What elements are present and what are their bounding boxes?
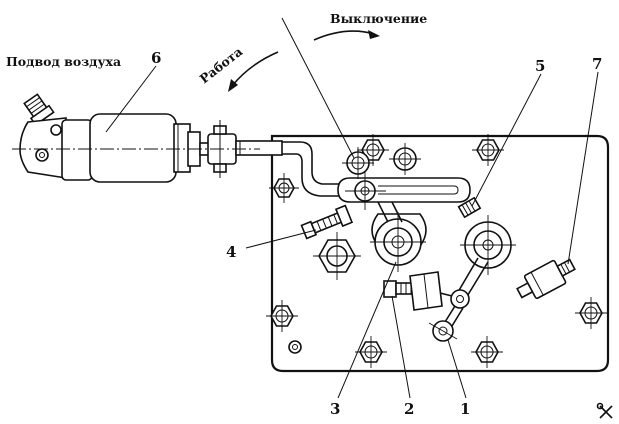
callout-3: 3 [330, 400, 340, 418]
leader-lines [105, 17, 599, 399]
callout-5: 5 [535, 57, 545, 75]
mounting-bolts [266, 134, 607, 368]
base-plate [270, 134, 610, 373]
off-arrow [313, 30, 375, 41]
bolt [471, 336, 503, 368]
adjusting-screw-4 [300, 204, 354, 240]
off-arrowhead [368, 30, 380, 39]
stop-screw-2 [383, 271, 453, 311]
adjusting-screw-5 [457, 196, 482, 219]
callout-2: 2 [404, 400, 414, 418]
air-cylinder [12, 93, 283, 183]
link-rod [282, 141, 350, 185]
stop-block-7 [516, 258, 576, 300]
work-arrowhead [228, 79, 238, 92]
callout-1: 1 [460, 400, 470, 418]
lever-pin-1 [428, 320, 458, 342]
slotted-lever [337, 172, 471, 210]
large-nut [313, 232, 361, 280]
off-caption: Выключение [330, 11, 427, 26]
callout-4: 4 [226, 243, 236, 261]
link-pin [450, 289, 470, 309]
corner-logo [596, 402, 613, 419]
bolt [575, 297, 607, 329]
air-supply-caption: Подвод воздуха [6, 54, 121, 69]
bolt [269, 173, 299, 203]
small-screw [288, 340, 302, 354]
bolt [355, 336, 387, 368]
bolt [472, 134, 504, 166]
pivot-pin [342, 147, 374, 179]
main-shaft-3 [370, 212, 427, 272]
callout-6: 6 [151, 49, 161, 67]
work-arrow [231, 51, 279, 87]
right-wheel [460, 215, 516, 275]
pivot-pin [389, 143, 421, 175]
bolt [266, 300, 298, 332]
bolt [357, 134, 389, 166]
callout-7: 7 [592, 55, 602, 73]
